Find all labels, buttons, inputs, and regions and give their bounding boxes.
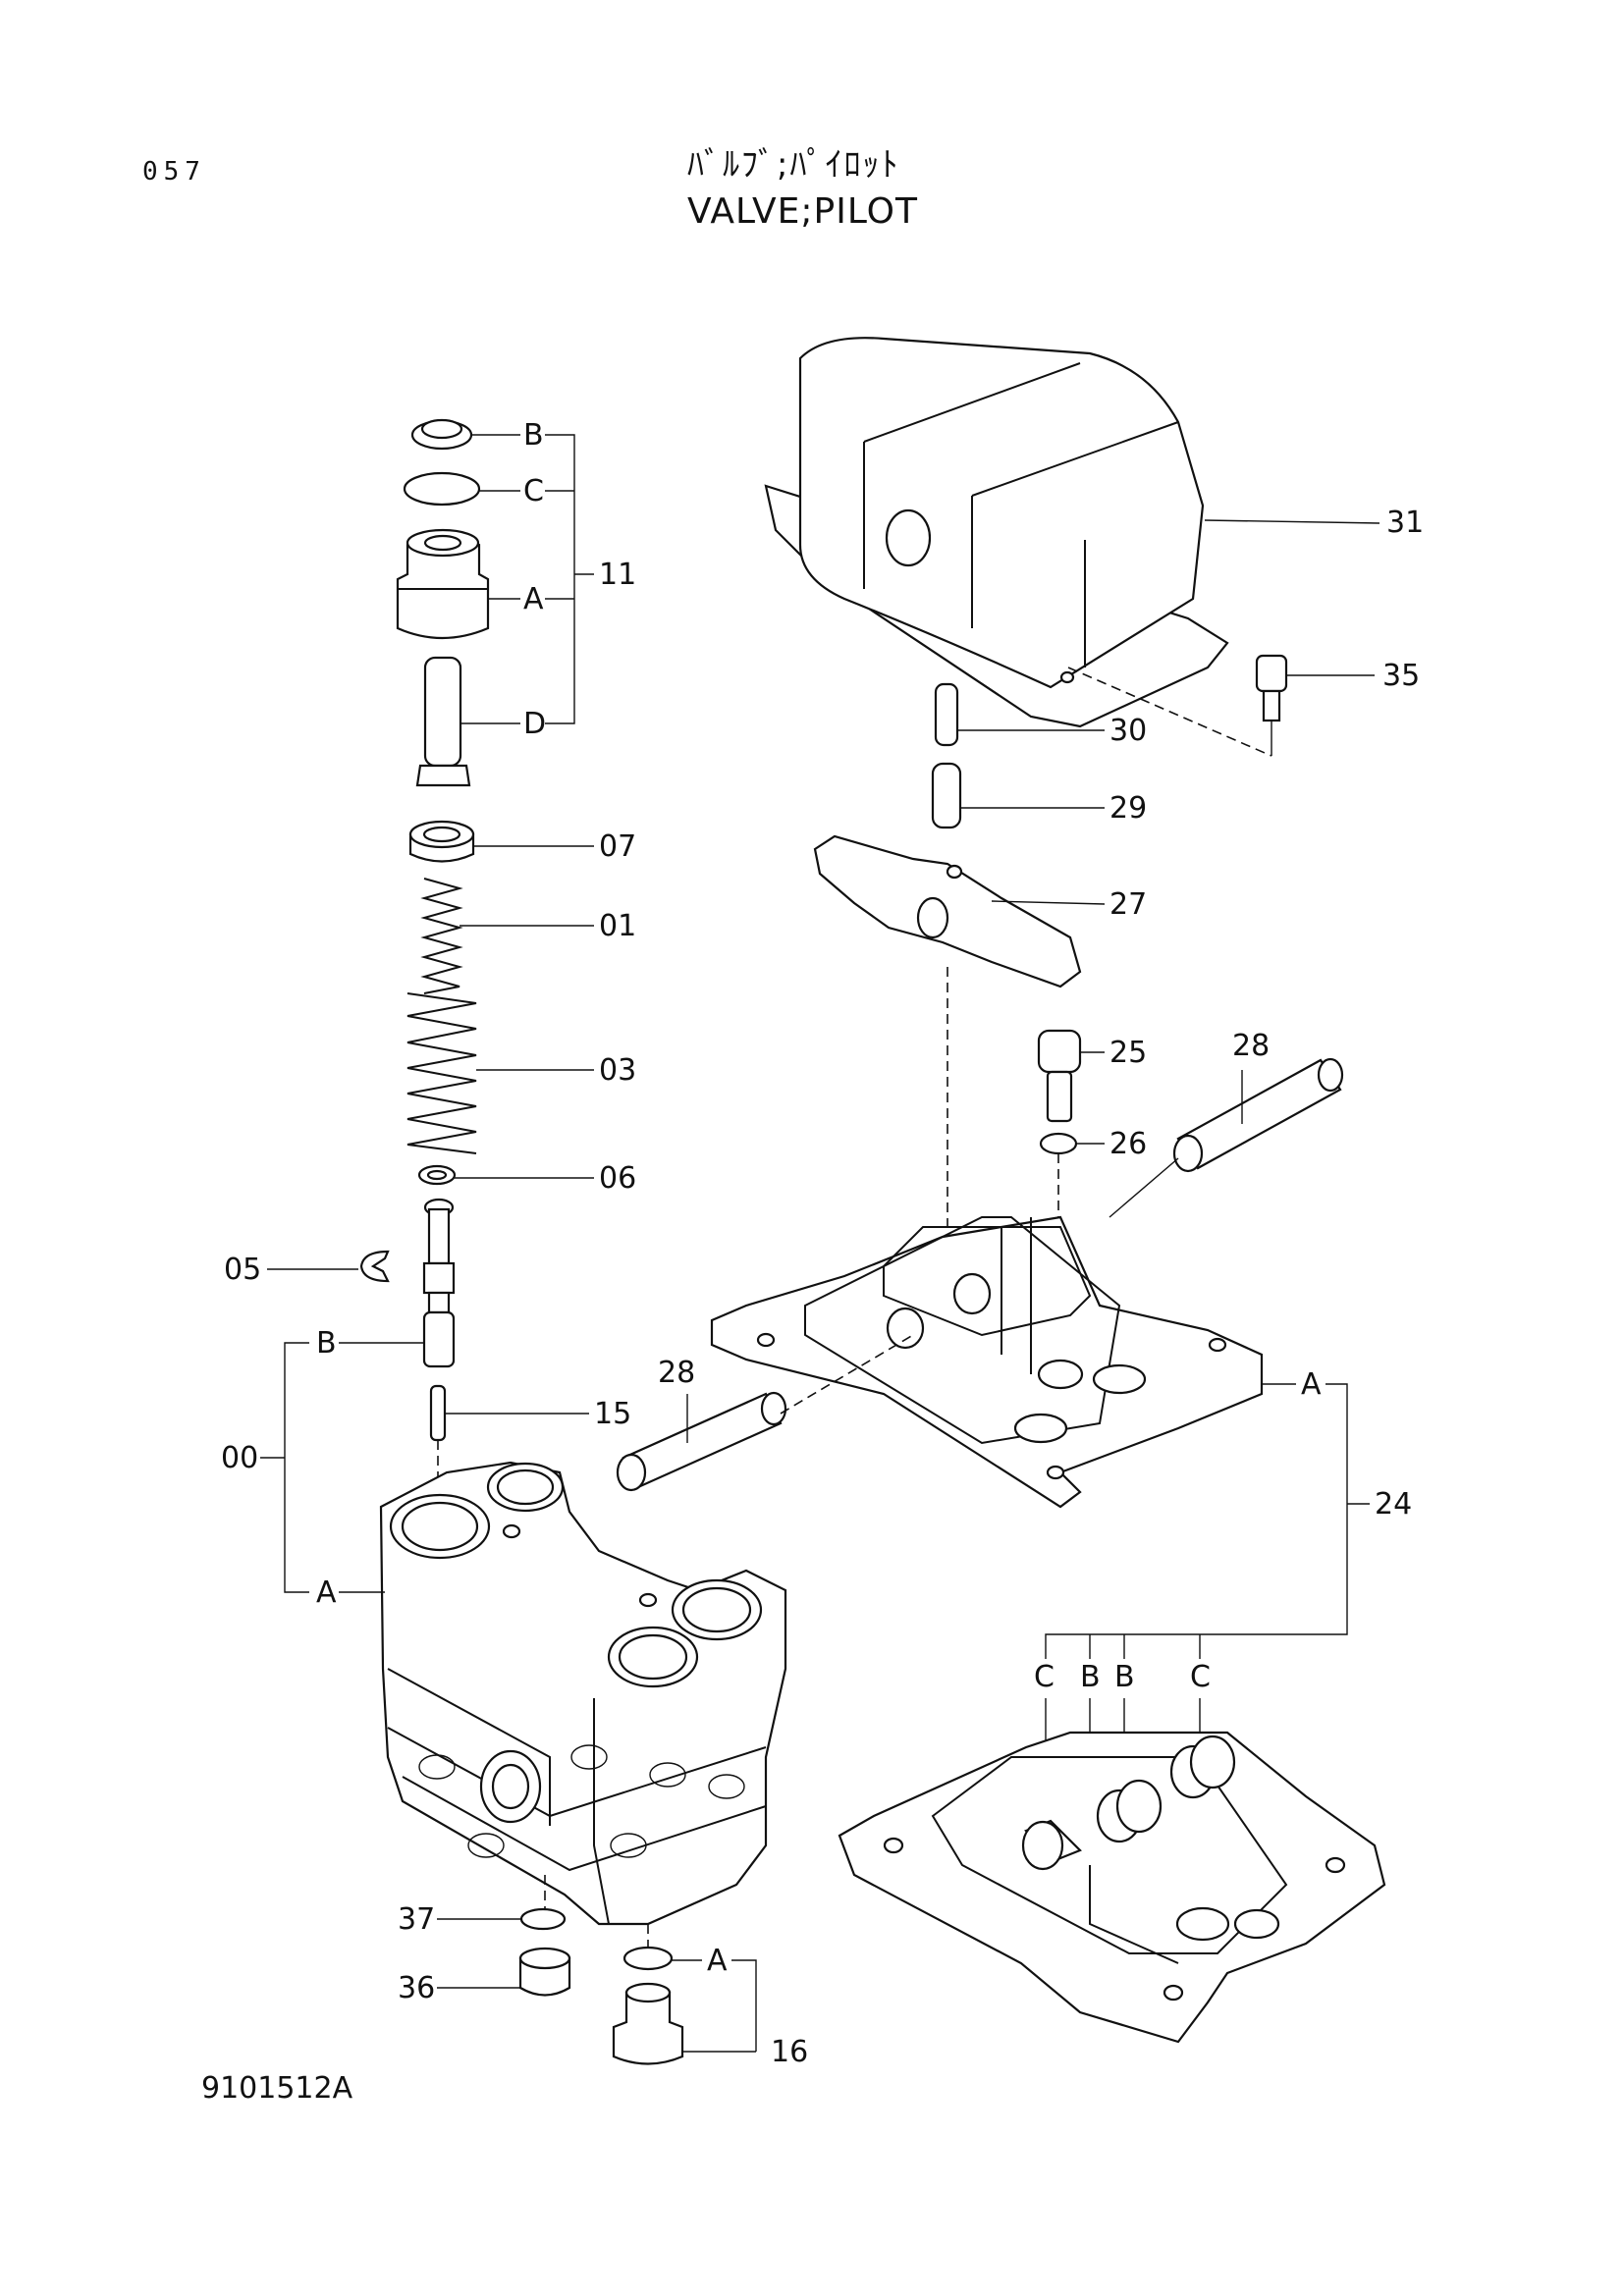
callout-B-right: B: [1114, 1660, 1135, 1694]
callout-31: 31: [1386, 506, 1424, 540]
part-31-cover[interactable]: [764, 337, 1380, 728]
part-29-pin[interactable]: [931, 762, 1105, 829]
part-05-clip[interactable]: [267, 1250, 390, 1283]
callout-25: 25: [1109, 1036, 1147, 1070]
callout-05: 05: [224, 1253, 261, 1287]
part-11-B-seal[interactable]: [410, 418, 520, 451]
callout-A-16: A: [707, 1944, 728, 1978]
part-01-spring[interactable]: [420, 878, 594, 994]
callout-03: 03: [599, 1053, 636, 1088]
callout-27: 27: [1109, 887, 1147, 922]
part-16-plug[interactable]: [612, 1982, 756, 2065]
part-07-nut[interactable]: [408, 820, 594, 863]
page-number: 057: [142, 157, 206, 187]
part-37-oring[interactable]: [437, 1875, 567, 1931]
callout-28-lower: 28: [658, 1356, 695, 1390]
part-16-A-oring[interactable]: [622, 1924, 702, 1971]
title-japanese: ﾊﾞﾙﾌﾞ;ﾊﾟｲﾛｯﾄ: [687, 145, 900, 185]
part-06-washer[interactable]: [417, 1164, 594, 1186]
callout-30: 30: [1109, 714, 1147, 748]
callout-A-24: A: [1301, 1367, 1322, 1402]
callout-B-left: B: [1080, 1660, 1101, 1694]
callout-16: 16: [771, 2035, 808, 2069]
callout-36: 36: [398, 1971, 435, 2005]
title-english: VALVE;PILOT: [687, 191, 918, 232]
callout-07: 07: [599, 829, 636, 864]
part-36-plug[interactable]: [437, 1947, 571, 1997]
part-28-pin-lower[interactable]: [616, 1334, 914, 1492]
callout-C-11: C: [523, 474, 544, 508]
callout-35: 35: [1382, 659, 1420, 693]
callout-00: 00: [221, 1441, 258, 1475]
callout-24: 24: [1375, 1487, 1412, 1522]
callout-28-upper: 28: [1232, 1029, 1270, 1063]
part-11-A-bushing[interactable]: [396, 528, 520, 640]
callout-C-right: C: [1190, 1660, 1211, 1694]
callout-37: 37: [398, 1902, 435, 1937]
part-35-bolt[interactable]: [1067, 654, 1375, 757]
part-26-washer[interactable]: [1039, 1132, 1105, 1374]
part-00-A-casing[interactable]: [339, 1461, 787, 1926]
callout-29: 29: [1109, 791, 1147, 826]
callout-C-left: C: [1034, 1660, 1055, 1694]
callout-15: 15: [594, 1397, 631, 1431]
drawing-number: 9101512A: [201, 2071, 353, 2106]
callout-A-11: A: [523, 582, 544, 616]
callout-26: 26: [1109, 1127, 1147, 1161]
part-28-pin-upper[interactable]: [1172, 1057, 1344, 1173]
part-24-base-plate[interactable]: [710, 1157, 1296, 1509]
part-27-lever[interactable]: [813, 834, 1106, 988]
callout-D-11: D: [523, 707, 546, 741]
callout-06: 06: [599, 1161, 636, 1196]
part-15-pin[interactable]: [429, 1384, 589, 1531]
callout-11: 11: [599, 558, 636, 592]
callout-B-11: B: [523, 418, 544, 453]
part-11-D-plunger[interactable]: [415, 656, 520, 787]
part-00-B-spool[interactable]: [339, 1198, 456, 1368]
part-30-pin[interactable]: [934, 682, 1105, 747]
part-03-spring[interactable]: [406, 992, 594, 1154]
callout-A-00: A: [316, 1575, 337, 1610]
part-25-bolt[interactable]: [1037, 1029, 1105, 1123]
part-24-base-assembly[interactable]: [838, 1731, 1386, 2044]
callout-B-00: B: [316, 1326, 337, 1361]
part-11-C-oring[interactable]: [403, 471, 520, 507]
callout-01: 01: [599, 909, 636, 943]
